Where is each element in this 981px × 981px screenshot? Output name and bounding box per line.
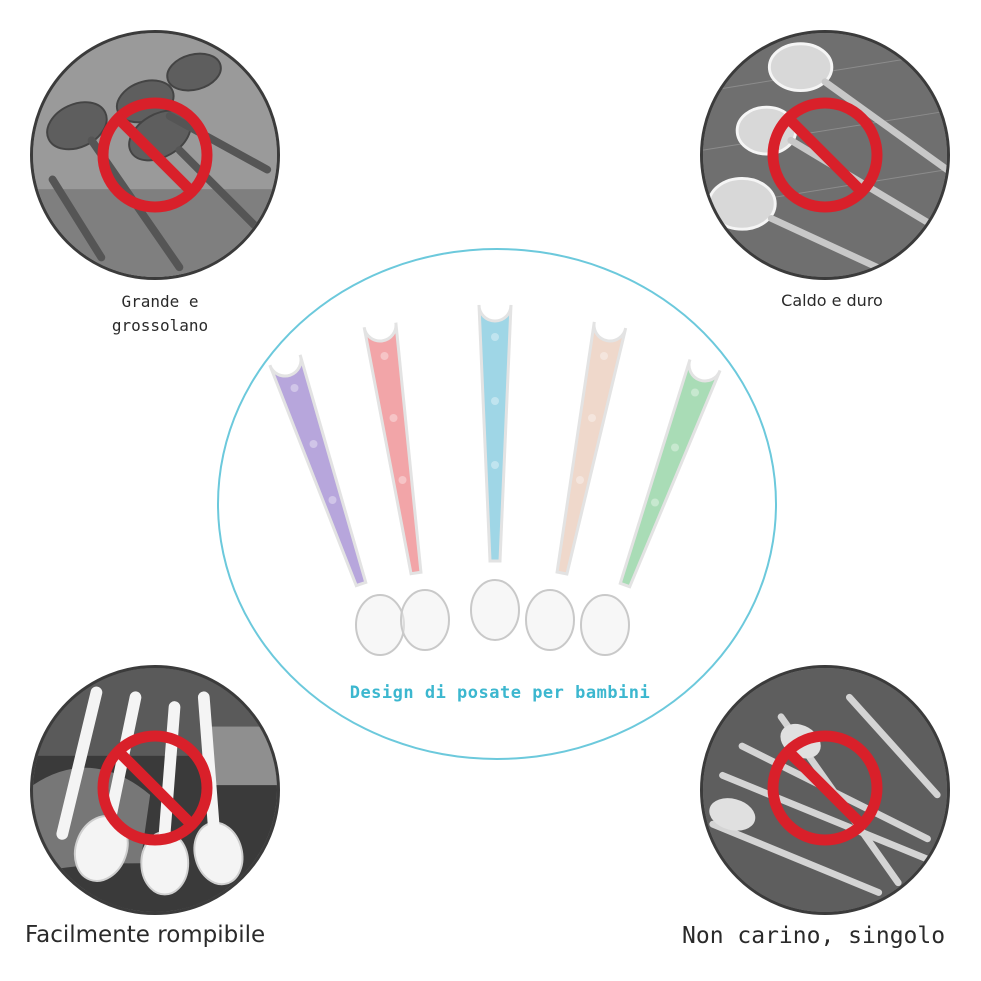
prohibition-icon <box>767 97 883 213</box>
spoon <box>362 322 450 651</box>
photo-circle-bottom-right <box>700 665 950 915</box>
spoon <box>580 359 722 656</box>
prohibition-icon <box>767 730 883 846</box>
silicone-spoons-illustration <box>268 304 722 656</box>
prohibition-icon <box>97 97 213 213</box>
center-caption: Design di posate per bambini <box>349 683 651 703</box>
label-bottom-left: Facilmente rompibile <box>25 922 266 948</box>
label-top-left: Grande e grossolano <box>111 292 209 335</box>
spoon <box>268 354 405 656</box>
prohibition-icon <box>97 730 213 846</box>
label-top-right: Caldo e duro <box>781 291 883 310</box>
spoon <box>470 304 520 641</box>
spoon <box>525 321 628 651</box>
label-bottom-right: Non carino, singolo <box>682 923 946 949</box>
center-ring <box>217 248 777 760</box>
